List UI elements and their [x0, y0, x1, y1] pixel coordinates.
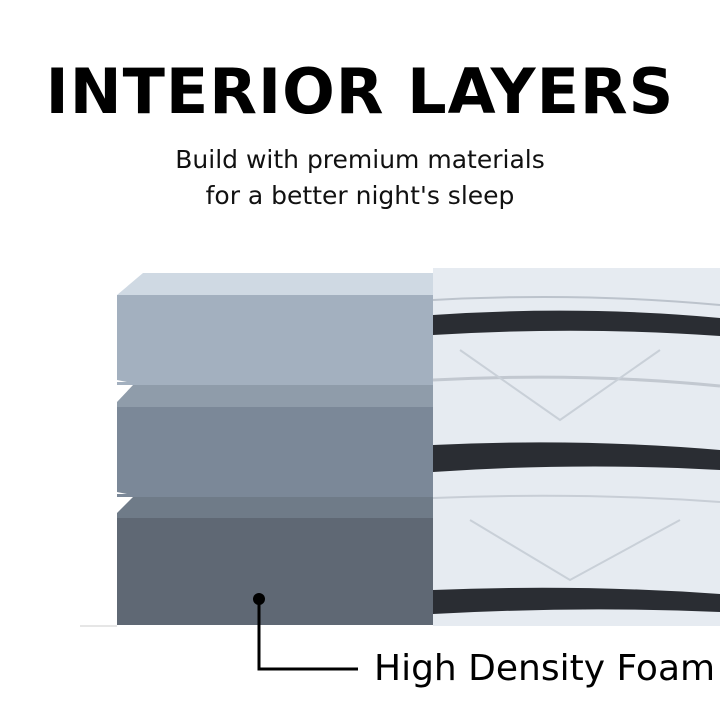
subtitle-line-1: Build with premium materials [175, 145, 545, 174]
foam-layer-middle [117, 385, 433, 497]
foam-layer-top [117, 273, 433, 385]
mattress-cross-section [432, 268, 720, 626]
foam-layer-bottom [117, 497, 433, 625]
callout-leader [253, 593, 358, 671]
subtitle-line-2: for a better night's sleep [205, 181, 515, 210]
page-title: INTERIOR LAYERS [45, 55, 675, 128]
callout-label: High Density Foam [374, 648, 716, 689]
